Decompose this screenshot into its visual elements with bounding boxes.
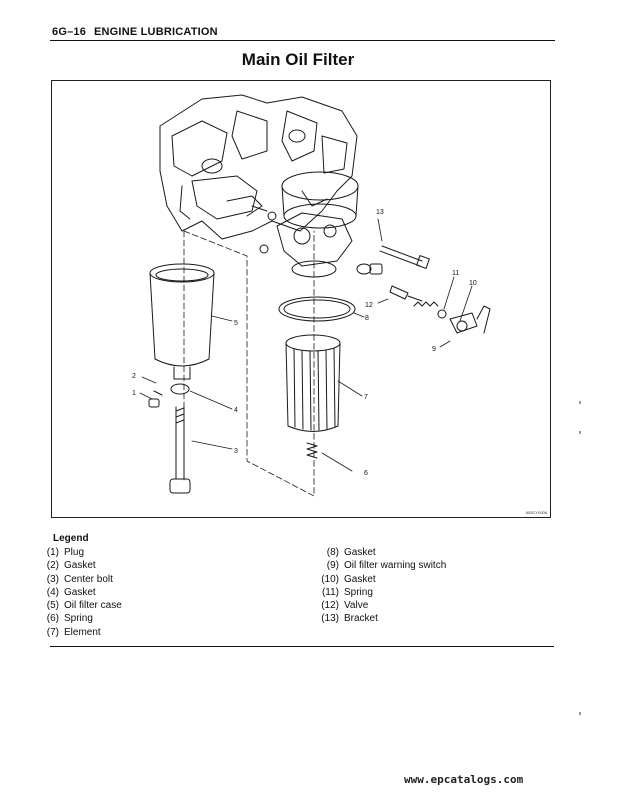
- callout-3: 3: [234, 448, 238, 455]
- leader-lines: [139, 218, 473, 472]
- spring-drawing: [306, 442, 318, 459]
- legend-item: (12)Valve: [321, 600, 369, 612]
- legend-item: (5)Oil filter case: [46, 600, 122, 612]
- legend-item: (7)Element: [46, 626, 101, 638]
- callout-6: 6: [364, 470, 368, 477]
- callout-11: 11: [452, 270, 459, 277]
- legend-item: (11)Spring: [321, 586, 373, 598]
- legend-item: (8)Gasket: [326, 547, 376, 558]
- callout-10: 10: [469, 280, 477, 287]
- legend-item: (13)Bracket: [321, 613, 378, 625]
- legend-title: Legend: [53, 533, 89, 544]
- callout-12: 12: [365, 302, 373, 309]
- engine-block-drawing: [159, 94, 358, 240]
- centerlines: [183, 230, 315, 497]
- callout-8: 8: [365, 315, 369, 322]
- callout-2: 2: [132, 373, 136, 380]
- exploded-view-figure: 5 2 1 3 4 6 7 8 9 10 11 12 13 653CY0006: [51, 80, 551, 518]
- oil-filter-diagram: 5 2 1 3 4 6 7 8 9 10 11 12 13: [132, 94, 491, 497]
- gasket-ring-drawing: [278, 296, 356, 322]
- legend-left-column: (1)Plug (2)Gasket (3)Center bolt (4)Gask…: [32, 546, 122, 639]
- callout-4: 4: [234, 407, 238, 414]
- scan-mark: [579, 401, 581, 404]
- scan-mark: [579, 712, 581, 715]
- filter-head-drawing: [259, 171, 359, 278]
- legend-item: (1)Plug: [46, 547, 85, 558]
- legend-right-column: (8)Gasket (9)Oil filter warning switch (…: [305, 546, 446, 626]
- legend-item: (3)Center bolt: [46, 573, 113, 585]
- legend-item: (10)Gasket: [321, 573, 376, 585]
- section-title: ENGINE LUBRICATION: [94, 26, 218, 38]
- page-title: Main Oil Filter: [241, 50, 355, 69]
- scan-mark: [579, 431, 581, 434]
- page-number: 6G–16: [52, 26, 87, 38]
- callout-9: 9: [432, 346, 436, 353]
- page-header: 6G–16 ENGINE LUBRICATION: [50, 26, 555, 41]
- legend-item: (4)Gasket: [46, 586, 96, 598]
- callout-1: 1: [132, 390, 136, 397]
- valve-switch-drawing: [389, 285, 491, 334]
- legend-item: (6)Spring: [46, 613, 93, 625]
- watermark-link[interactable]: www.epcatalogs.com: [404, 773, 524, 786]
- legend-item: (9)Oil filter warning switch: [326, 560, 447, 572]
- oil-filter-case-drawing: [149, 263, 215, 380]
- bracket-bolt-drawing: [356, 245, 430, 275]
- filter-element-drawing: [285, 334, 341, 432]
- callout-13: 13: [376, 209, 384, 216]
- legend-item: (2)Gasket: [46, 560, 96, 572]
- callout-5: 5: [234, 320, 238, 327]
- figure-code: 653CY0006: [525, 510, 547, 515]
- callout-7: 7: [364, 394, 368, 401]
- bottom-divider: [50, 646, 554, 647]
